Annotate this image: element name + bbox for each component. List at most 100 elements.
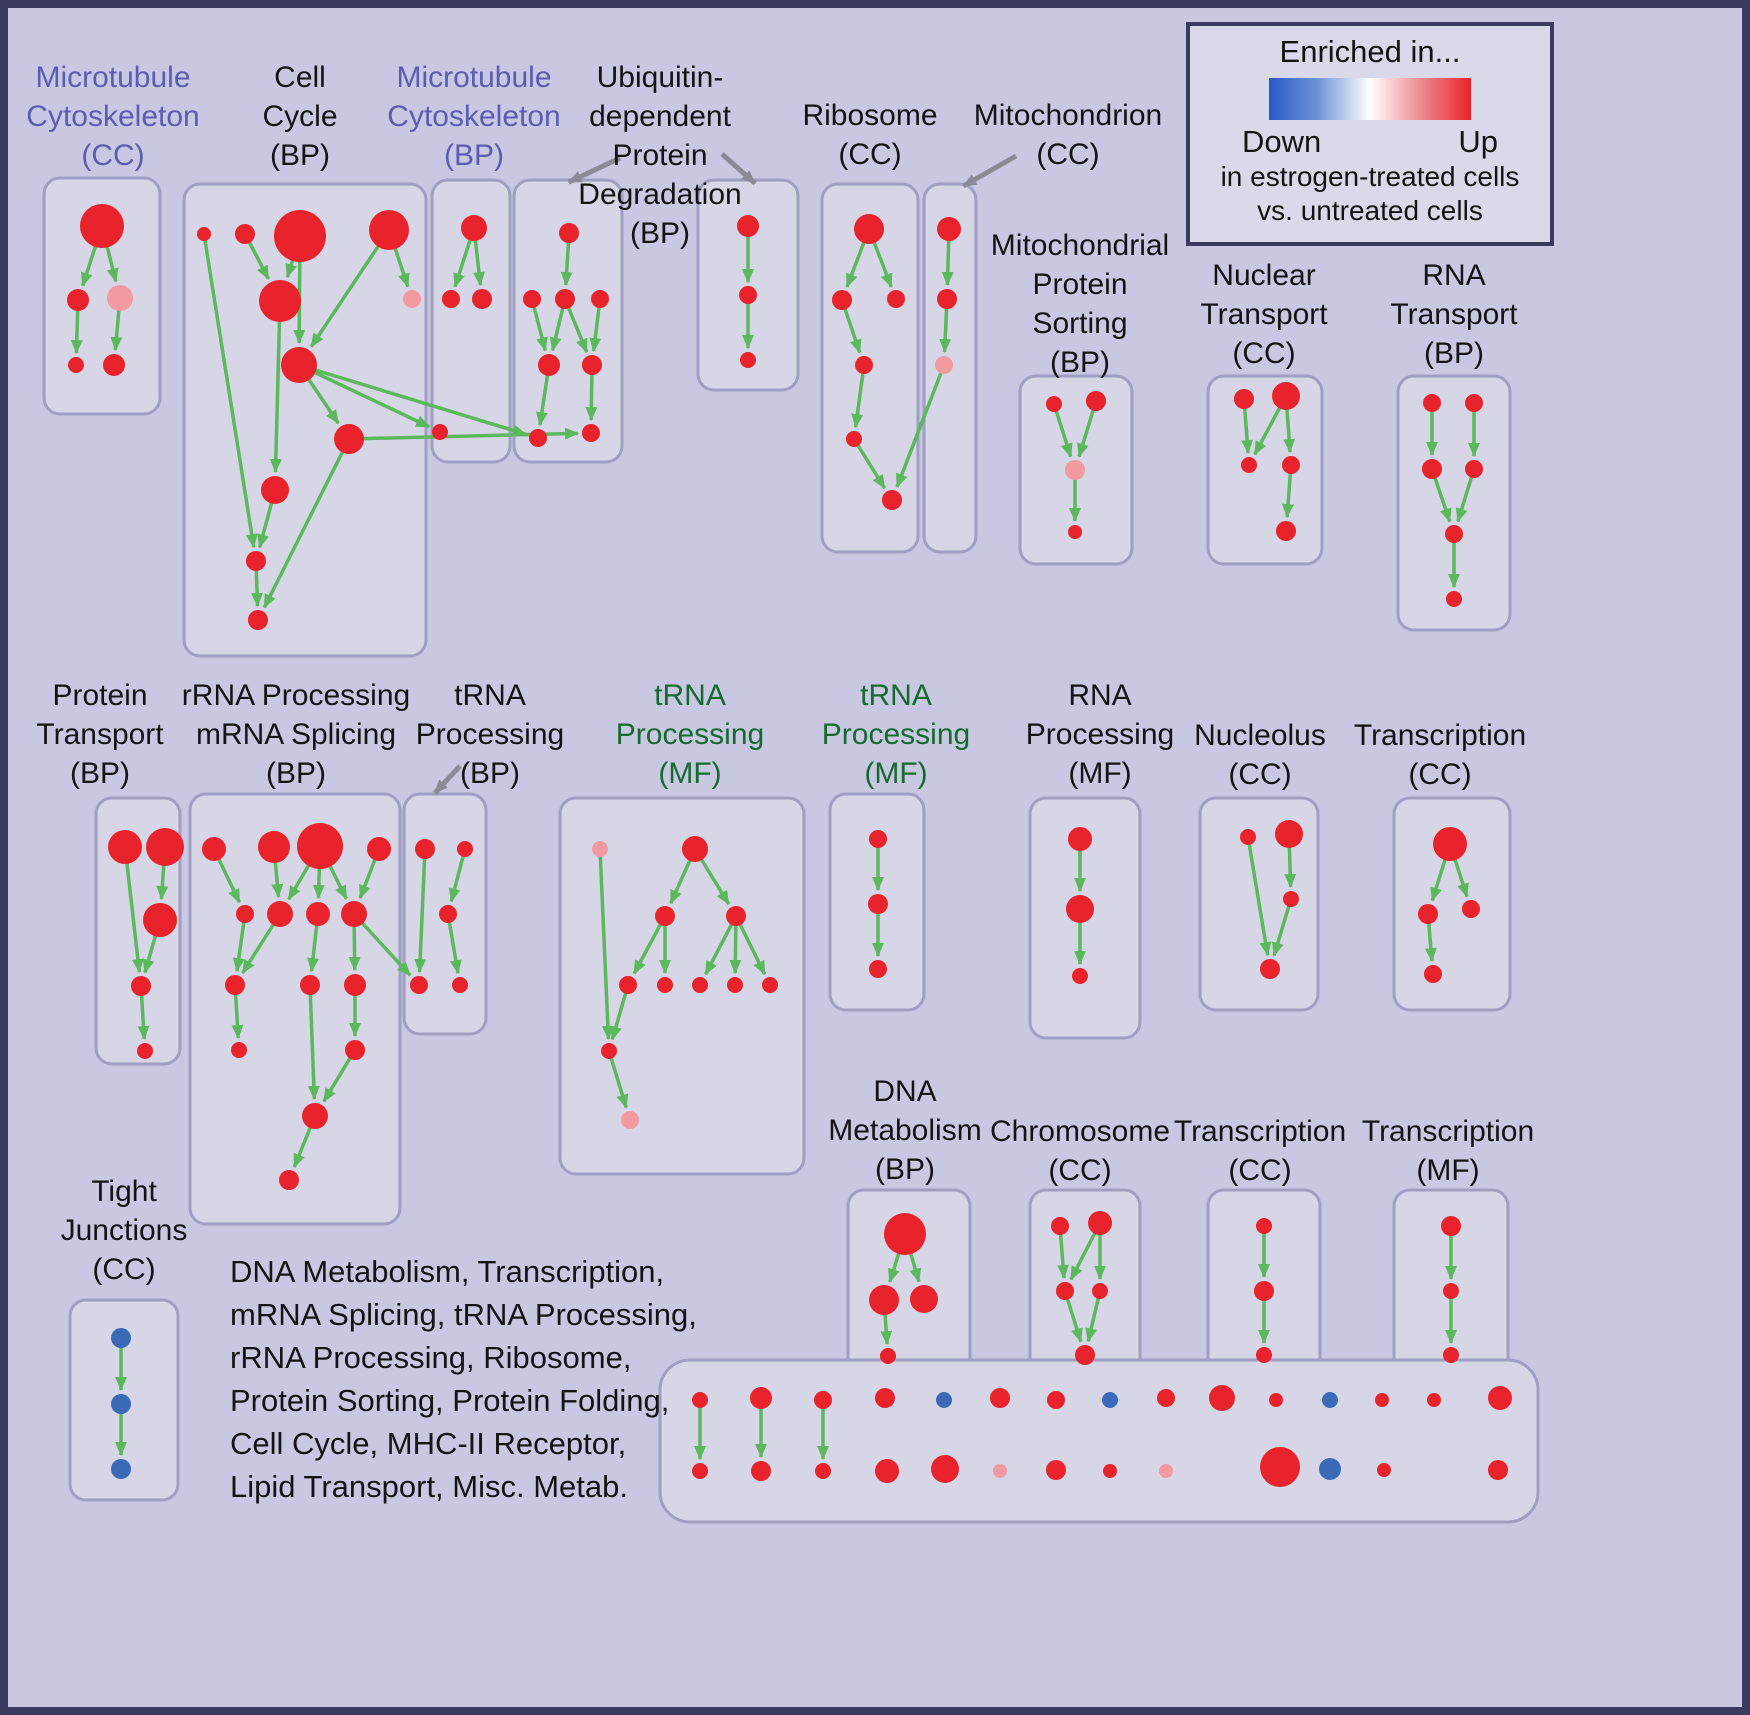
edge-arrow (1272, 898, 1293, 957)
go-term-node-red (726, 906, 746, 926)
edge-arrow (703, 915, 738, 976)
go-term-node-pink (621, 1111, 639, 1129)
go-term-node-red (1433, 827, 1467, 861)
go-term-node-blue (936, 1392, 952, 1408)
go-term-node-red (1465, 394, 1483, 412)
legend-subtitle-line2: vs. untreated cells (1257, 195, 1483, 226)
go-term-node-red (300, 975, 320, 995)
go-term-node-red (410, 976, 428, 994)
go-term-node-red (415, 839, 435, 859)
go-term-node-red (882, 490, 902, 510)
go-term-node-red (854, 214, 884, 244)
go-term-node-red (529, 429, 547, 447)
go-term-node-red (832, 290, 852, 310)
edge-arrow (298, 363, 431, 429)
go-term-node-red (1424, 965, 1442, 983)
go-term-node-red (1086, 391, 1106, 411)
edge-arrow (610, 984, 630, 1041)
go-term-node-red (1272, 382, 1300, 410)
legend-endpoint-labels: Down Up (1190, 120, 1550, 160)
go-term-node-red (1240, 829, 1256, 845)
go-term-node-red (869, 830, 887, 848)
go-term-node-red (815, 1463, 831, 1479)
go-term-node-red (258, 831, 290, 863)
go-term-node-red (1443, 1283, 1459, 1299)
go-term-node-red (692, 977, 708, 993)
go-term-node-red (1256, 1218, 1272, 1234)
go-term-node-red (1046, 396, 1062, 412)
go-term-node-red (68, 357, 84, 373)
go-term-node-red (225, 975, 245, 995)
go-term-node-red (231, 1042, 247, 1058)
go-term-node-red (1446, 591, 1462, 607)
go-term-node-red (880, 1348, 896, 1364)
go-term-node-blue (1102, 1392, 1118, 1408)
go-term-node-red (1234, 389, 1254, 409)
go-term-node-red (1260, 959, 1280, 979)
group-box-microtubule-cytoskeleton-cc (42, 176, 162, 416)
go-term-node-red (1422, 459, 1442, 479)
go-term-node-pink (107, 285, 133, 311)
go-term-node-red (682, 836, 708, 862)
edge-arrow (269, 300, 282, 474)
go-term-node-red (1103, 1464, 1117, 1478)
go-term-node-red (248, 610, 268, 630)
go-term-node-red (1051, 1217, 1069, 1235)
go-term-node-red (1488, 1460, 1508, 1480)
go-term-node-red (197, 227, 211, 241)
edge-arrow (123, 846, 144, 974)
go-term-node-pink (935, 356, 953, 374)
go-term-node-red (601, 1043, 617, 1059)
edge-arrow (232, 913, 247, 973)
legend-up-label: Up (1458, 124, 1498, 159)
go-term-node-red (655, 906, 675, 926)
go-term-node-red (1092, 1283, 1108, 1299)
go-term-node-red (202, 837, 226, 861)
go-term-node-red (875, 1388, 895, 1408)
callout-arrow (962, 153, 1018, 189)
group-box-nuclear-transport-cc (1206, 374, 1324, 566)
go-term-node-red (990, 1388, 1010, 1408)
go-term-node-red (1465, 460, 1483, 478)
go-term-node-red (367, 837, 391, 861)
edge-arrow (202, 233, 258, 549)
go-term-node-red (246, 551, 266, 571)
go-term-node-red (523, 290, 541, 308)
edge-arrow (851, 364, 866, 429)
go-term-node-red (1046, 1460, 1066, 1480)
go-term-node-red (1068, 827, 1092, 851)
go-term-node-red (538, 354, 560, 376)
go-term-node-red (143, 903, 177, 937)
go-term-node-red (762, 977, 778, 993)
go-term-node-red (1047, 1391, 1065, 1409)
go-term-node-red (1445, 525, 1463, 543)
go-term-node-red (452, 977, 468, 993)
go-term-node-red (259, 280, 301, 322)
edge-arrow (414, 848, 427, 974)
go-term-node-red (737, 215, 759, 237)
go-term-node-red (345, 1040, 365, 1060)
go-term-node-red (555, 289, 575, 309)
enrichment-gradient-bar (1269, 78, 1471, 120)
go-term-node-red (146, 828, 184, 866)
go-term-node-red (1254, 1281, 1274, 1301)
go-term-node-red (869, 1285, 899, 1315)
go-term-node-red (261, 476, 289, 504)
go-term-node-red (855, 356, 873, 374)
go-term-node-red (1443, 1347, 1459, 1363)
group-box-transcription-cc-upper (1392, 796, 1512, 1012)
go-term-node-red (591, 290, 609, 308)
group-box-ubiquitin-degradation-cluster-left (512, 178, 624, 464)
go-term-node-red (1157, 1389, 1175, 1407)
go-term-node-pink (1159, 1464, 1173, 1478)
go-term-node-red (103, 354, 125, 376)
go-term-node-blue (1322, 1392, 1338, 1408)
go-term-node-red (1423, 394, 1441, 412)
edge-arrow (262, 438, 351, 609)
go-term-node-red (108, 830, 142, 864)
go-term-node-red (1269, 1393, 1283, 1407)
go-term-node-red (1209, 1385, 1235, 1411)
go-term-node-pink (1065, 460, 1085, 480)
go-term-node-red (1488, 1386, 1512, 1410)
edge-arrow (298, 363, 527, 437)
